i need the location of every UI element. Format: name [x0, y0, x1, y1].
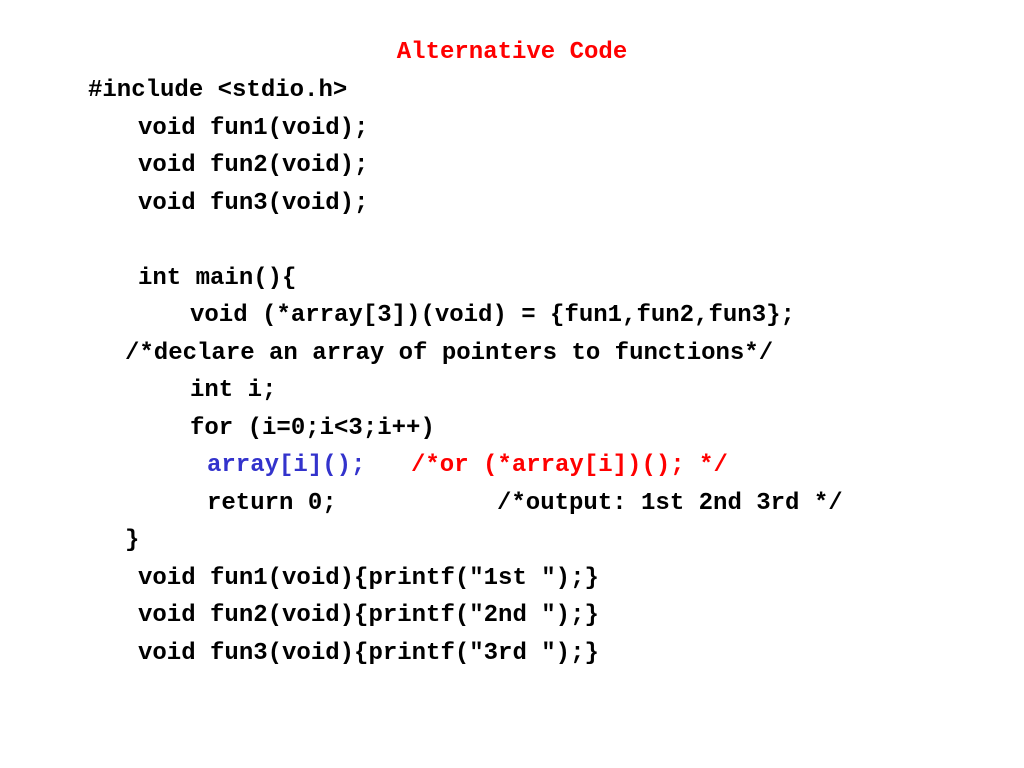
code-line-include: #include <stdio.h>: [88, 77, 348, 104]
code-line-close-brace: }: [125, 527, 140, 554]
code-line-def-fun1: void fun1(void){printf("1st ");}: [138, 564, 599, 592]
slide-title: Alternative Code: [396, 39, 628, 66]
code-line-alt-call-comment: /*or (*array[i])(); */: [411, 452, 728, 479]
code-line-decl-fun3: void fun3(void);: [138, 189, 369, 217]
code-line-for-loop: for (i=0;i<3;i++): [190, 414, 435, 442]
code-line-output-comment: /*output: 1st 2nd 3rd */: [497, 489, 843, 517]
code-line-int-i: int i;: [190, 377, 277, 404]
code-line-decl-fun2: void fun2(void);: [138, 152, 369, 179]
code-line-comment-declare: /*declare an array of pointers to functi…: [125, 339, 774, 367]
code-line-main: int main(){: [138, 264, 297, 292]
code-line-array-decl: void (*array[3])(void) = {fun1,fun2,fun3…: [190, 302, 795, 329]
code-line-array-call: array[i]();: [207, 452, 366, 479]
code-line-def-fun2: void fun2(void){printf("2nd ");}: [138, 602, 599, 629]
code-line-return: return 0;: [207, 489, 337, 517]
code-line-def-fun3: void fun3(void){printf("3rd ");}: [138, 639, 599, 667]
code-line-decl-fun1: void fun1(void);: [138, 114, 369, 142]
